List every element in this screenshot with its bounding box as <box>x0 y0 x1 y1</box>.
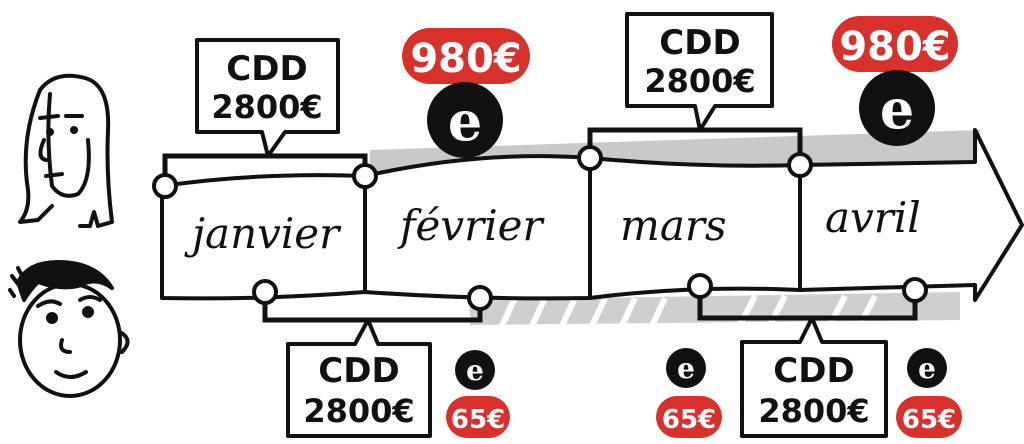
woman-face-icon <box>18 73 114 228</box>
svg-text:CDD: CDD <box>773 351 854 391</box>
svg-text:e: e <box>448 89 482 153</box>
month-fevrier: février <box>397 201 545 250</box>
euro-coin-icon: e <box>859 70 935 146</box>
month-avril: avril <box>825 193 921 242</box>
allowance-top-2: 980€ e <box>832 16 958 146</box>
man-face-icon <box>8 260 130 398</box>
month-mars: mars <box>620 201 727 250</box>
svg-text:e: e <box>466 354 484 387</box>
svg-text:e: e <box>918 352 936 385</box>
euro-coin-icon: e <box>666 348 706 388</box>
euro-coin-icon: e <box>455 350 495 390</box>
svg-text:65€: 65€ <box>902 405 956 435</box>
svg-text:2800€: 2800€ <box>211 88 322 126</box>
contract-bubble-top-1: CDD 2800€ <box>195 38 340 158</box>
contract-bubble-bottom-1: CDD 2800€ <box>286 318 432 438</box>
euro-coin-icon: e <box>427 82 503 158</box>
allowance-top-1: 980€ e <box>402 28 530 158</box>
contract-bubble-top-2: CDD 2800€ <box>625 12 774 132</box>
month-janvier: janvier <box>184 209 342 258</box>
timeline-markers <box>152 145 928 311</box>
svg-text:980€: 980€ <box>410 36 521 82</box>
svg-text:CDD: CDD <box>318 351 399 391</box>
svg-text:2800€: 2800€ <box>758 392 869 430</box>
month-dividers <box>363 158 802 298</box>
svg-text:2800€: 2800€ <box>303 392 414 430</box>
allowance-bottom-1: e 65€ <box>446 350 510 438</box>
svg-text:CDD: CDD <box>226 49 307 89</box>
euro-coin-icon: e <box>907 348 947 388</box>
svg-text:2800€: 2800€ <box>644 62 755 100</box>
svg-text:CDD: CDD <box>659 23 740 63</box>
svg-text:980€: 980€ <box>839 24 950 70</box>
svg-text:65€: 65€ <box>662 405 716 435</box>
svg-text:65€: 65€ <box>451 405 505 435</box>
allowance-bottom-3: e 65€ <box>896 348 962 438</box>
contract-bubble-bottom-2: CDD 2800€ <box>740 316 888 438</box>
allowance-bottom-2: e 65€ <box>656 348 722 438</box>
svg-text:e: e <box>677 352 695 385</box>
svg-text:e: e <box>880 77 914 141</box>
